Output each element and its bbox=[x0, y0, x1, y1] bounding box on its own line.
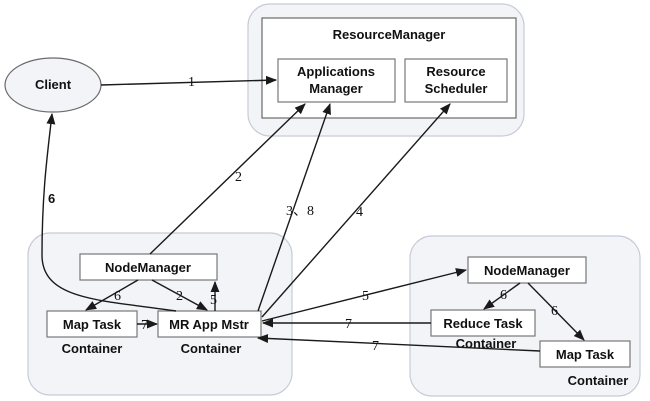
edge-am-to-apps bbox=[257, 102, 331, 312]
label-map-left-to-am: 7 bbox=[141, 318, 148, 333]
edge-nm-right-to-reduce bbox=[483, 282, 521, 310]
edge-nm-to-apps bbox=[149, 103, 306, 255]
map-task-left-label: Map Task bbox=[63, 317, 122, 332]
edge-nm-right-to-map-right bbox=[527, 282, 585, 341]
label-client-to-apps: 1 bbox=[188, 75, 195, 90]
client-label: Client bbox=[35, 77, 72, 92]
label-am-to-apps: 3、8 bbox=[286, 204, 314, 219]
reduce-task-box bbox=[430, 309, 536, 337]
edge-am-to-client bbox=[41, 112, 177, 312]
label-map-right-to-am: 7 bbox=[372, 339, 379, 354]
map-task-right-label: Map Task bbox=[556, 347, 615, 362]
edge-client-to-apps bbox=[100, 75, 278, 86]
container-right-2-label: Container bbox=[568, 373, 629, 388]
edge-map-right-to-am bbox=[256, 333, 541, 352]
resource-manager-title: ResourceManager bbox=[333, 27, 446, 42]
label-am-to-nm-left: 5 bbox=[210, 293, 217, 308]
label-nm-right-to-map-right: 6 bbox=[551, 304, 558, 319]
node-manager-right-box bbox=[467, 256, 587, 284]
edge-am-to-nm-right bbox=[261, 268, 468, 322]
edge-nm-to-map-left bbox=[85, 279, 139, 311]
applications-manager-label-line2: Manager bbox=[309, 81, 362, 96]
label-am-to-client: 6 bbox=[48, 191, 55, 206]
resource-scheduler-box bbox=[404, 58, 508, 103]
mr-app-mstr-label: MR App Mstr bbox=[169, 317, 249, 332]
edge-nm-to-am bbox=[151, 279, 208, 311]
map-task-right-box bbox=[539, 340, 631, 368]
label-nm-to-map-left: 6 bbox=[114, 289, 121, 304]
edge-am-to-scheduler bbox=[261, 103, 451, 318]
map-task-left-box bbox=[46, 310, 138, 338]
label-am-to-scheduler: 4 bbox=[356, 205, 363, 220]
label-nm-to-am: 2 bbox=[176, 289, 183, 304]
resource-scheduler-label-line2: Scheduler bbox=[425, 81, 488, 96]
label-nm-right-to-reduce: 6 bbox=[500, 288, 507, 303]
mr-app-mstr-box bbox=[157, 310, 262, 338]
resource-scheduler-label-line1: Resource bbox=[426, 64, 485, 79]
reduce-task-label: Reduce Task bbox=[443, 316, 523, 331]
label-reduce-to-am: 7 bbox=[345, 317, 352, 332]
container-left-1-label: Container bbox=[62, 341, 123, 356]
node-manager-right-label: NodeManager bbox=[484, 263, 570, 278]
node-manager-left-label: NodeManager bbox=[105, 260, 191, 275]
applications-manager-box bbox=[277, 58, 396, 103]
node-manager-left-box bbox=[79, 253, 218, 281]
container-left-2-label: Container bbox=[181, 341, 242, 356]
label-nm-to-apps: 2 bbox=[235, 170, 242, 185]
label-am-to-nm-right: 5 bbox=[362, 289, 369, 304]
applications-manager-label-line1: Applications bbox=[297, 64, 375, 79]
